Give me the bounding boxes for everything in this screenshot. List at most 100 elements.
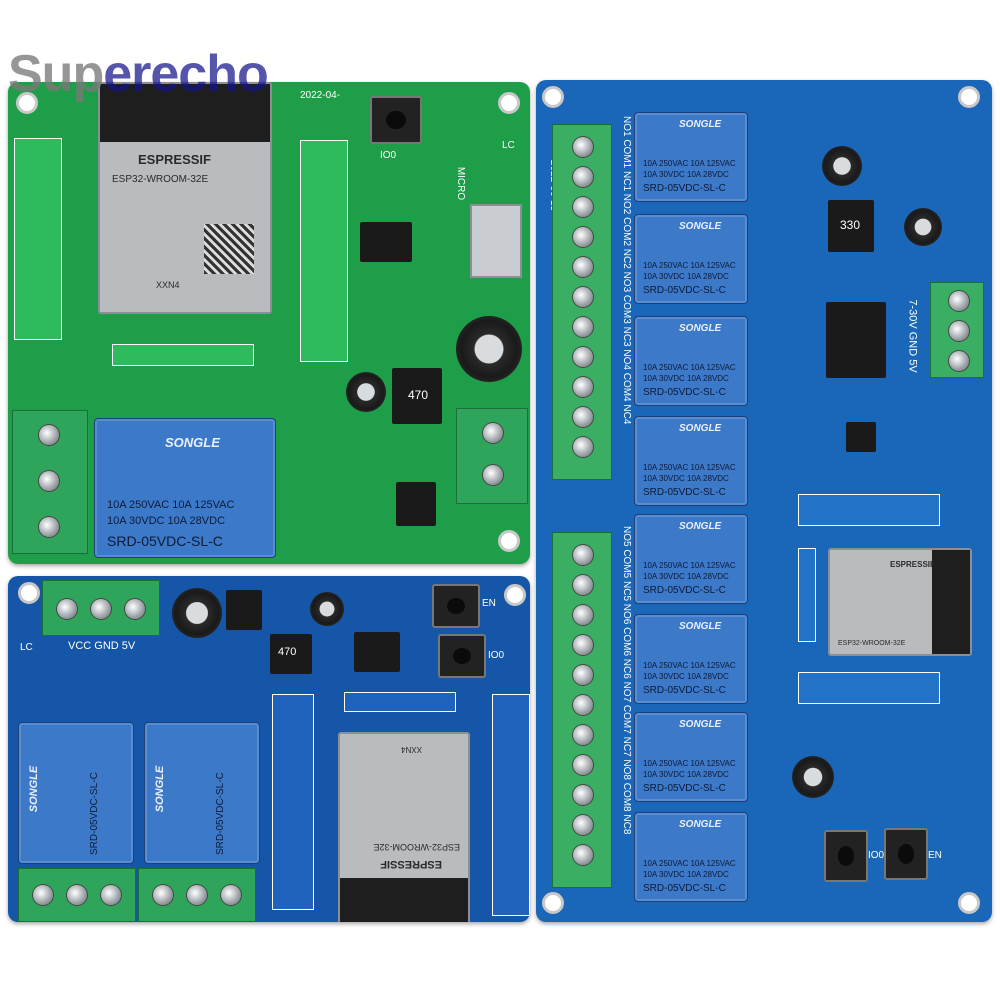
esp-model: ESP32-WROOM-32E (373, 842, 460, 852)
terminal-screw[interactable] (573, 695, 593, 715)
relay-terminal-top (552, 124, 612, 480)
inductor (392, 368, 442, 424)
esp32-module: ESPRESSIF ESP32-WROOM-32E (828, 548, 972, 656)
terminal-screw[interactable] (573, 785, 593, 805)
en-button[interactable] (432, 584, 480, 628)
terminal-screw[interactable] (949, 291, 969, 311)
relay-brand: SONGLE (28, 765, 41, 813)
terminal-screw[interactable] (57, 599, 77, 619)
terminal-screw[interactable] (573, 317, 593, 337)
relay-terminal-bottom (552, 532, 612, 888)
io0-button[interactable] (824, 830, 868, 882)
driver-ic (396, 482, 436, 526)
regulator-ic (354, 632, 400, 672)
terminal-screw[interactable] (573, 347, 593, 367)
channel-labels-bottom: NO5 COM5 NC5 NO6 COM6 NC6 NO7 COM7 NC7 N… (621, 526, 632, 835)
relay-1: SONGLE 10A 250VAC 10A 125VAC 10A 30VDC 1… (634, 112, 748, 202)
terminal-screw[interactable] (573, 845, 593, 865)
mount-hole (958, 892, 980, 914)
relay-4: SONGLE 10A 250VAC 10A 125VAC 10A 30VDC 1… (634, 416, 748, 506)
pin-header-top (798, 494, 940, 526)
terminal-screw[interactable] (573, 197, 593, 217)
relay: SONGLE 10A 250VAC 10A 125VAC 10A 30VDC 1… (94, 418, 276, 558)
relay-2: SONGLE SRD-05VDC-SL-C (144, 722, 260, 864)
pin-header-side (798, 548, 816, 642)
usb-port[interactable] (470, 204, 522, 278)
terminal-screw[interactable] (33, 885, 53, 905)
terminal-screw[interactable] (483, 465, 503, 485)
terminal-screw[interactable] (573, 575, 593, 595)
io0-button[interactable] (438, 634, 486, 678)
terminal-screw[interactable] (573, 137, 593, 157)
watermark-part1: Sup (8, 45, 104, 103)
en-button[interactable] (884, 828, 928, 880)
terminal-screw[interactable] (573, 725, 593, 745)
relay-brand: SONGLE (679, 719, 722, 730)
inductor-label: 470 (408, 388, 429, 402)
esp-brand: ESPRESSIF (380, 858, 442, 870)
terminal-screw[interactable] (573, 377, 593, 397)
terminal-screw[interactable] (187, 885, 207, 905)
esp-code: XXN4 (401, 745, 422, 754)
relay-rating-2: 10A 30VDC 10A 28VDC (643, 870, 729, 879)
esp-code: XXN4 (156, 280, 180, 290)
terminal-screw[interactable] (573, 755, 593, 775)
regulator-ic (826, 302, 886, 378)
relay-brand: SONGLE (679, 819, 722, 830)
esp-brand: ESPRESSIF (890, 560, 935, 569)
lc-label: LC (502, 140, 515, 151)
terminal-screw[interactable] (573, 815, 593, 835)
relay-rating-1: 10A 250VAC 10A 125VAC (643, 463, 736, 472)
terminal-screw[interactable] (949, 351, 969, 371)
terminal-screw[interactable] (221, 885, 241, 905)
terminal-screw[interactable] (39, 517, 59, 537)
relay-model: SRD-05VDC-SL-C (643, 285, 726, 296)
mount-hole (498, 530, 520, 552)
terminal-screw[interactable] (39, 471, 59, 491)
terminal-screw[interactable] (573, 227, 593, 247)
watermark-part2: erecho (103, 45, 269, 103)
terminal-screw[interactable] (573, 167, 593, 187)
terminal-screw[interactable] (573, 665, 593, 685)
relay-model: SRD-05VDC-SL-C (643, 585, 726, 596)
relay-3: SONGLE 10A 250VAC 10A 125VAC 10A 30VDC 1… (634, 316, 748, 406)
relay-rating-2: 10A 30VDC 10A 28VDC (643, 170, 729, 179)
terminal-screw[interactable] (573, 437, 593, 457)
esp-model: ESP32-WROOM-32E (838, 640, 906, 647)
terminal-screw[interactable] (949, 321, 969, 341)
terminal-screw[interactable] (91, 599, 111, 619)
green-relay-board: ESPRESSIF ESP32-WROOM-32E XXN4 2022-04- … (8, 82, 530, 564)
terminal-screw[interactable] (67, 885, 87, 905)
relay-rating-1: 10A 250VAC 10A 125VAC (643, 159, 736, 168)
terminal-screw[interactable] (573, 545, 593, 565)
inductor-label: 470 (278, 646, 297, 658)
terminal-screw[interactable] (125, 599, 145, 619)
blue-2ch-relay-board: VCC GND 5V LC 470 EN IO0 ESPRESSIF ESP32… (8, 576, 530, 922)
power-terminal (456, 408, 528, 504)
terminal-screw[interactable] (39, 425, 59, 445)
capacitor (792, 756, 834, 798)
relay-rating-1: 10A 250VAC 10A 125VAC (643, 759, 736, 768)
driver-ic (226, 590, 262, 630)
relay-rating-1: 10A 250VAC 10A 125VAC (643, 859, 736, 868)
terminal-screw[interactable] (573, 635, 593, 655)
terminal-screw[interactable] (573, 257, 593, 277)
pin-header-left (272, 694, 314, 910)
blue-8ch-relay-board: 2022-06-15 NO1 COM1 NC1 NO2 COM2 NC2 NO3… (536, 80, 992, 922)
terminal-screw[interactable] (573, 287, 593, 307)
terminal-screw[interactable] (573, 605, 593, 625)
terminal-screw[interactable] (483, 423, 503, 443)
terminal-screw[interactable] (153, 885, 173, 905)
relay-brand: SONGLE (679, 119, 722, 130)
terminal-screw[interactable] (573, 407, 593, 427)
relay-1: SONGLE SRD-05VDC-SL-C (18, 722, 134, 864)
relay-rating-2: 10A 30VDC 10A 28VDC (643, 672, 729, 681)
power-terminal (930, 282, 984, 378)
capacitor (346, 372, 386, 412)
io0-button[interactable] (370, 96, 422, 144)
terminal-screw[interactable] (101, 885, 121, 905)
relay-model: SRD-05VDC-SL-C (643, 183, 726, 194)
relay-brand: SONGLE (679, 221, 722, 232)
relay-terminal-2 (138, 868, 256, 922)
en-label: EN (482, 598, 496, 609)
